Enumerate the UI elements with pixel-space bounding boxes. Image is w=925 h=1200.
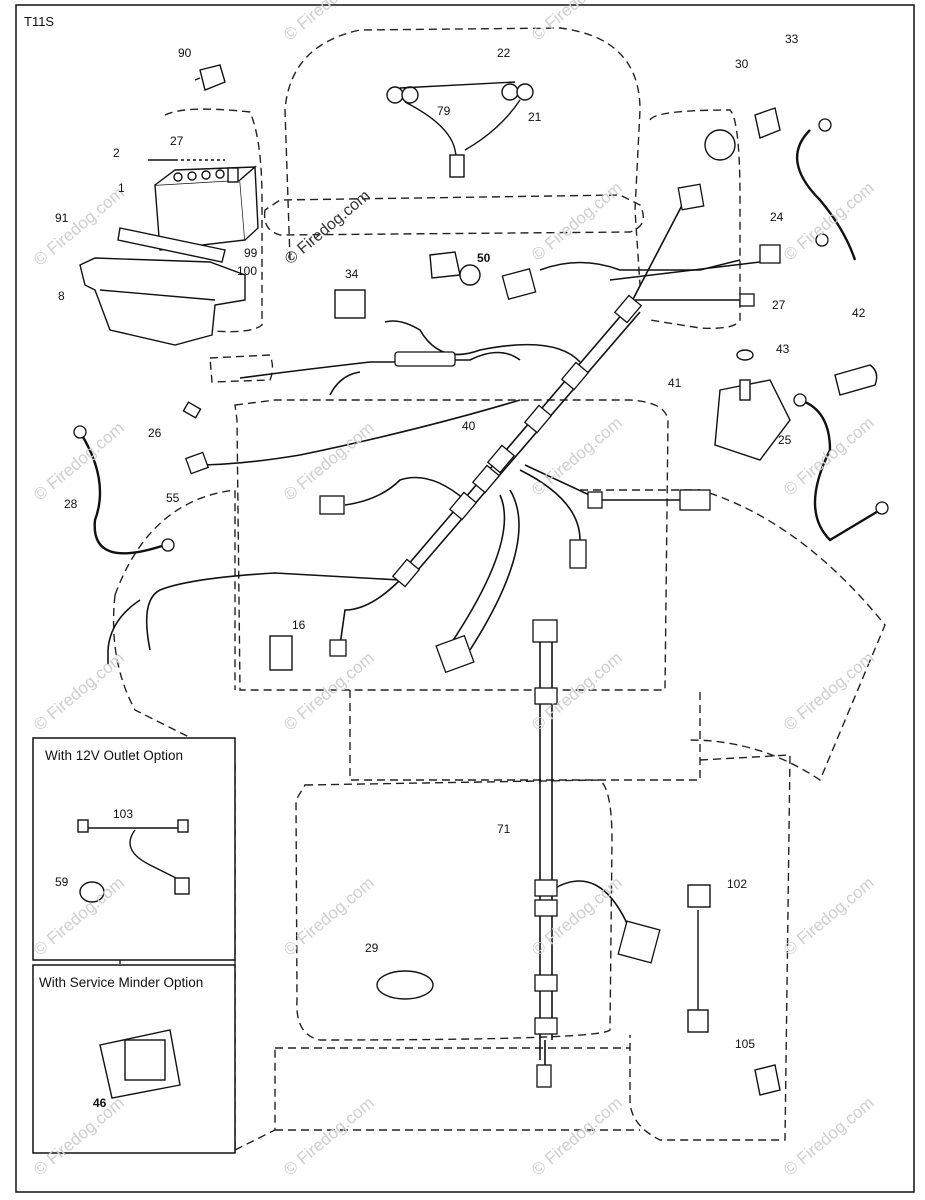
- outlet-inset-box: [32, 737, 236, 961]
- callout-55: 55: [166, 491, 180, 505]
- harness-rear-lead-a: [469, 489, 520, 651]
- cable-terminals: [73, 118, 889, 552]
- harness-upper-branch: [629, 189, 691, 306]
- callout-2: 2: [113, 146, 120, 160]
- callout-24: 24: [770, 210, 784, 224]
- callout-50: 50: [477, 251, 491, 265]
- hood-outline: [284, 27, 641, 286]
- harness-ignition-lead: [194, 399, 521, 466]
- harness-rear-lead-b: [449, 494, 506, 646]
- callout-25: 25: [778, 433, 792, 447]
- right-fender-outline: [580, 489, 886, 782]
- inset-parts: [77, 819, 190, 1099]
- harness-trunk-a: [394, 304, 631, 581]
- callout-46: 46: [93, 1096, 107, 1110]
- cables: [78, 129, 881, 555]
- callout-1: 1: [118, 181, 125, 195]
- seat-region: [349, 690, 701, 781]
- callout-99: 99: [244, 246, 258, 260]
- harness-pto-lead: [519, 469, 581, 541]
- callout-79: 79: [437, 104, 451, 118]
- callout-100: 100: [237, 264, 258, 278]
- callout-27-right: 27: [772, 298, 786, 312]
- callout-34: 34: [345, 267, 359, 281]
- callout-103: 103: [113, 807, 134, 821]
- callout-21: 21: [528, 110, 542, 124]
- minder-option-caption: With Service Minder Option: [39, 975, 204, 990]
- rear-left-join: [234, 1048, 276, 1151]
- callout-8: 8: [58, 289, 65, 303]
- callout-42: 42: [852, 306, 866, 320]
- page-frame: [15, 4, 915, 1193]
- rear-harness-clips: [532, 619, 661, 1088]
- callout-26: 26: [148, 426, 162, 440]
- callout-30: 30: [735, 57, 749, 71]
- harness-left-drop: [107, 599, 141, 665]
- harness-clips: [184, 183, 781, 674]
- callout-40: 40: [462, 419, 476, 433]
- callout-91: 91: [55, 211, 69, 225]
- harness-connector-lead: [239, 361, 400, 379]
- harness-ground-lead: [329, 371, 361, 396]
- callout-105: 105: [735, 1037, 756, 1051]
- callout-16: 16: [292, 618, 306, 632]
- cable-28: [78, 431, 166, 555]
- left-fender-outline: [114, 489, 236, 690]
- harness-brake-lead: [339, 579, 401, 646]
- callout-29: 29: [365, 941, 379, 955]
- right-switch-region: [649, 109, 741, 330]
- callout-28: 28: [64, 497, 78, 511]
- harness-trunk-b: [404, 311, 641, 586]
- callout-102: 102: [727, 877, 748, 891]
- callout-59: 59: [55, 875, 69, 889]
- callout-33: 33: [785, 32, 799, 46]
- callout-41: 41: [668, 376, 682, 390]
- callout-27-top: 27: [170, 134, 184, 148]
- callout-71: 71: [497, 822, 511, 836]
- callout-43: 43: [776, 342, 790, 356]
- battery-region: [164, 108, 263, 336]
- harness-seat-lead: [344, 476, 466, 506]
- harness-switch-lead: [609, 261, 761, 281]
- right-rear-outline: [629, 754, 791, 1141]
- cable-24: [796, 129, 857, 261]
- dash-outline: [263, 194, 644, 236]
- harness-fuse-lead: [400, 351, 521, 361]
- frame-outline: [234, 399, 669, 691]
- cable-25: [799, 398, 881, 542]
- outlet-option-caption: With 12V Outlet Option: [45, 748, 184, 763]
- misc-parts: [182, 64, 878, 1096]
- diagram-code: T11S: [24, 14, 55, 29]
- left-rear-outline: [112, 594, 236, 1150]
- battery-group: [79, 159, 259, 346]
- callout-90: 90: [178, 46, 192, 60]
- harness-left-long: [145, 572, 401, 651]
- harness-plug-lead: [539, 259, 741, 271]
- connector-region: [209, 354, 274, 383]
- callout-22: 22: [497, 46, 511, 60]
